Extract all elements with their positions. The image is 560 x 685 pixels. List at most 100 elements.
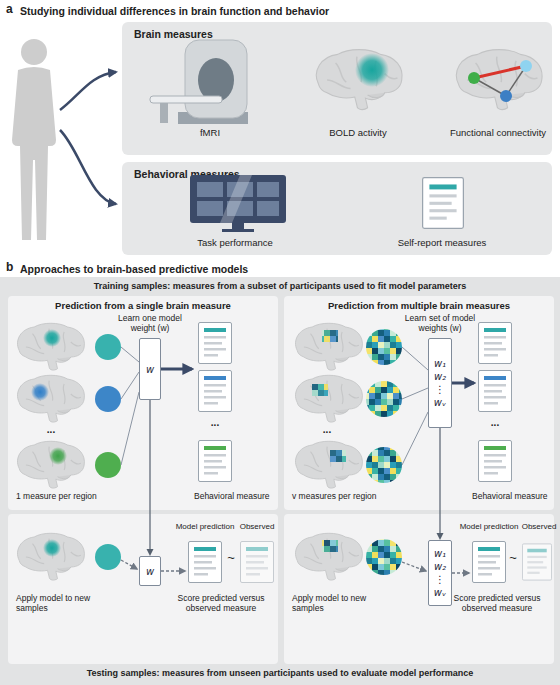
test-inputs (366, 539, 402, 575)
panel-heading: Brain measures (134, 28, 384, 40)
weight-symbol: w₂ (434, 370, 446, 383)
person-figure (12, 67, 56, 240)
prediction-documents (473, 542, 506, 583)
connector-line (149, 400, 150, 549)
questionnaire-icon (423, 178, 464, 229)
single-measure-brains (95, 334, 121, 360)
arrow-head (147, 549, 154, 556)
single-measure-brains (31, 383, 49, 401)
single-measure-brains (18, 441, 85, 488)
behavior-documents (479, 323, 512, 364)
connectivity-brain (500, 90, 512, 102)
output-arrow (161, 369, 474, 383)
behavior-documents (199, 371, 232, 412)
mri-scanner (185, 40, 247, 118)
computer-monitor (222, 229, 254, 232)
connector-line (439, 428, 440, 533)
computer-monitor (190, 175, 286, 223)
person-arrow (60, 130, 116, 204)
test-inputs (322, 540, 338, 552)
person-figure (21, 39, 47, 65)
bold-brain (316, 50, 402, 110)
connectivity-brain (468, 72, 480, 84)
step-note: Score predicted versus observed measure (166, 594, 276, 614)
arrow-head (437, 533, 444, 540)
multi-measure-brains (366, 381, 402, 417)
multi-measure-brains (296, 441, 363, 488)
weight-symbol: wᵥ (434, 396, 446, 409)
doc-label: Observed (517, 522, 560, 531)
computer-monitor (197, 182, 223, 197)
panel-heading: Prediction from a single brain measure (8, 301, 278, 312)
measure-label: Task performance (175, 238, 295, 249)
bold-brain (316, 50, 402, 110)
measure-panel: Behavioral measuresTask performanceSelf-… (122, 162, 552, 255)
panel-letter: b (6, 261, 20, 275)
input-line (121, 347, 139, 362)
computer-monitor (257, 201, 279, 216)
dashed-arrow (121, 560, 137, 569)
weight-symbol: w (146, 565, 154, 578)
connectivity-brain (520, 60, 532, 72)
weight-symbol: w₁ (434, 357, 446, 370)
behavior-documents (199, 323, 232, 364)
step-note: Learn set of model weights (w) (390, 314, 490, 334)
computer-monitor (232, 223, 244, 229)
sample-band: Training samples: measures from a subset… (0, 277, 560, 685)
mri-scanner (178, 112, 248, 124)
prediction-documents (241, 542, 274, 583)
model-panel: Prediction from multiple brain measuresL… (284, 296, 554, 510)
test-panel: Apply model to new samplesModel predicti… (284, 514, 554, 664)
dashed-arrow (452, 572, 469, 573)
mri-scanner (198, 58, 234, 102)
panel-heading: Prediction from multiple brain measures (284, 301, 554, 312)
computer-monitor (227, 182, 253, 197)
single-measure-brains (95, 452, 121, 478)
ellipsis: ... (36, 424, 66, 436)
axis-note: Behavioral measure (194, 492, 278, 502)
panel-heading: Behavioral measures (134, 168, 384, 180)
weight-box: w (139, 338, 161, 400)
mri-scanner (150, 40, 248, 124)
connectivity-brain (474, 78, 506, 96)
panel-letter: a (6, 3, 20, 17)
person-figure (12, 39, 56, 240)
dashed-arrow (402, 562, 426, 571)
model-transfer-arrow (437, 428, 444, 540)
computer-monitor (220, 175, 252, 223)
weight-symbol: ⋮ (435, 573, 445, 586)
single-measure-brains (18, 375, 85, 422)
single-measure-brains (95, 386, 121, 412)
connectivity-brain (456, 50, 542, 110)
input-line (121, 392, 139, 465)
multi-measure-brains (312, 384, 328, 396)
weight-symbol: w₂ (434, 560, 446, 573)
multi-measure-brains (296, 375, 363, 422)
measure-label: BOLD activity (308, 128, 408, 139)
panel-title: Studying individual differences in brain… (20, 5, 540, 17)
weight-vector: w₁w₂⋮wᵥ (428, 540, 452, 606)
questionnaire-icon (423, 178, 464, 229)
input-line (121, 372, 139, 399)
band-title: Testing samples: measures from unseen pa… (0, 668, 560, 678)
output-arrow (452, 382, 474, 385)
model-panel: Prediction from a single brain measureLe… (8, 296, 278, 510)
bold-brain (355, 53, 389, 87)
connectivity-brain (474, 66, 526, 78)
weight-symbol: wᵥ (434, 586, 446, 599)
dashed-arrow (161, 570, 185, 571)
single-measure-brains (49, 447, 67, 465)
step-note: Apply model to new samples (292, 594, 387, 614)
measure-label: fMRI (160, 128, 260, 139)
model-transfer-arrow (147, 400, 154, 556)
similarity-sign: ~ (224, 551, 238, 566)
behavior-documents (479, 371, 512, 412)
input-line (402, 347, 428, 370)
measure-panel: Brain measuresfMRIBOLD activityFunctiona… (122, 22, 552, 155)
prediction-documents (522, 544, 551, 580)
computer-monitor (190, 175, 286, 232)
prediction-documents (189, 542, 552, 583)
weight-symbol: w (146, 363, 154, 376)
behavior-documents (479, 441, 512, 482)
